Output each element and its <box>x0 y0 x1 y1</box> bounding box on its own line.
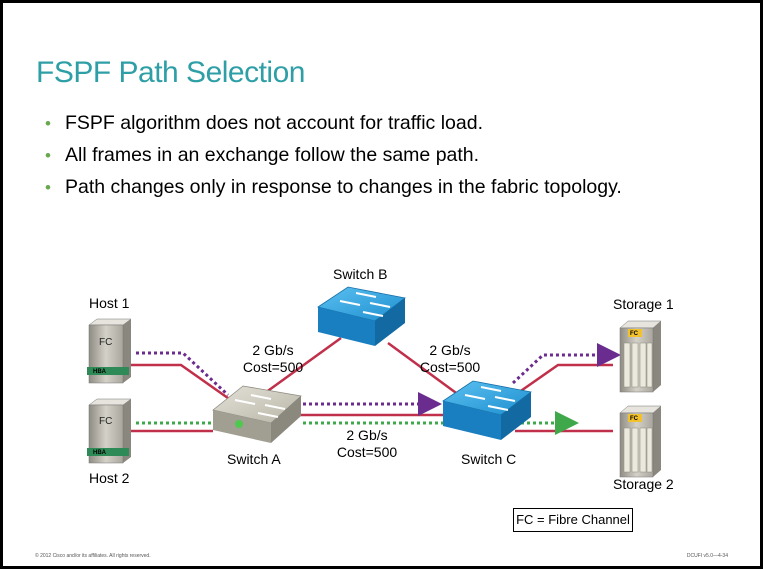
storage2-fc-badge: FC <box>630 416 639 422</box>
host2-hba-label: HBA <box>93 450 107 456</box>
storage1-label: Storage 1 <box>613 296 674 312</box>
fabric-links <box>131 336 613 433</box>
link-host1-switch-a <box>131 363 236 405</box>
host2-label: Host 2 <box>89 470 130 486</box>
bullet-dot-icon: • <box>45 146 51 165</box>
switch-c-icon <box>442 380 532 440</box>
slide-title: FSPF Path Selection <box>36 56 305 89</box>
link-switch-b-switch-c <box>387 341 464 400</box>
bullet-text: All frames in an exchange follow the sam… <box>65 144 480 166</box>
host1-hba-label: HBA <box>93 369 107 375</box>
switch-b-label: Switch B <box>333 266 387 282</box>
host1-label: Host 1 <box>89 295 130 311</box>
link-a-c-rate: 2 Gb/s <box>346 427 387 443</box>
switch-b-icon <box>317 286 406 346</box>
storage1-array-icon: FC <box>619 320 662 393</box>
storage2-label: Storage 2 <box>613 476 674 492</box>
path-host1-storage1 <box>136 343 621 416</box>
link-switch-a-switch-b <box>257 336 342 400</box>
bullet-dot-icon: • <box>45 114 51 133</box>
link-a-b-rate: 2 Gb/s <box>252 342 293 358</box>
host2-fc-badge: FC <box>99 416 112 427</box>
link-b-c-rate: 2 Gb/s <box>429 342 470 358</box>
host1-server-icon: HBA FC <box>87 318 132 384</box>
link-switch-c-storage1 <box>514 363 613 397</box>
bullet-text: Path changes only in response to changes… <box>65 176 622 198</box>
bullet-list: • FSPF algorithm does not account for tra… <box>45 109 622 205</box>
topology-diagram: HBA FC HBA FC <box>87 266 674 492</box>
switch-c-label: Switch C <box>461 451 516 467</box>
host2-server-icon: HBA FC <box>87 398 132 464</box>
link-b-c-cost: Cost=500 <box>420 359 481 375</box>
legend-box: FC = Fibre Channel <box>513 508 633 532</box>
host1-fc-badge: FC <box>99 337 112 348</box>
switch-a-icon <box>212 385 302 443</box>
switch-a-label: Switch A <box>227 451 281 467</box>
bullet-item: • All frames in an exchange follow the sa… <box>45 141 622 173</box>
storage2-array-icon: FC <box>619 405 662 478</box>
bullet-dot-icon: • <box>45 178 51 197</box>
bullet-item: • Path changes only in response to change… <box>45 173 622 205</box>
link-a-b-cost: Cost=500 <box>243 359 304 375</box>
storage1-fc-badge: FC <box>630 331 639 337</box>
footer-course-id: DCUFI v5.0—4-34 <box>686 553 728 559</box>
bullet-item: • FSPF algorithm does not account for tra… <box>45 109 622 141</box>
link-a-c-cost: Cost=500 <box>337 444 398 460</box>
bullet-text: FSPF algorithm does not account for traf… <box>65 112 484 134</box>
footer-copyright: © 2012 Cisco and/or its affiliates. All … <box>35 553 151 559</box>
